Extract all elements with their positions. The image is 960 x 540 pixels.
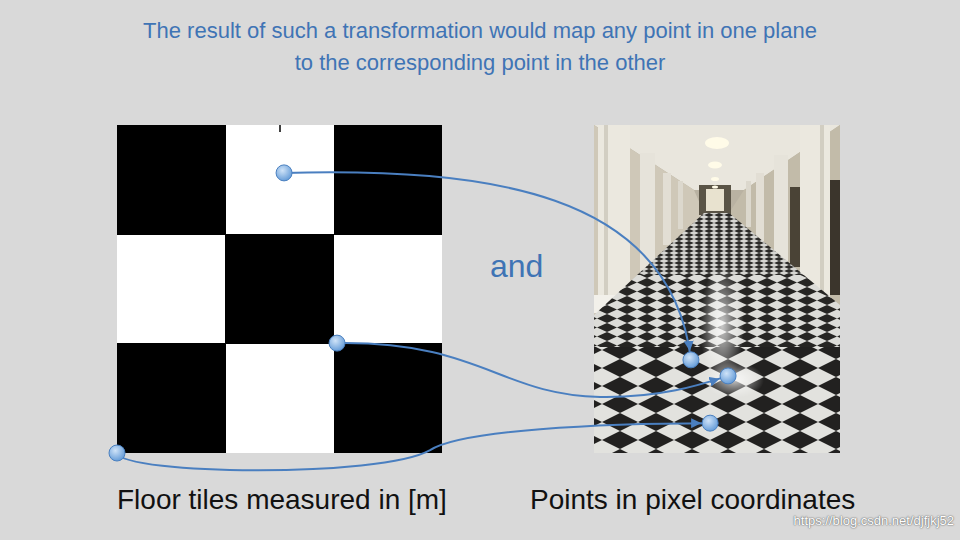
point-marker — [702, 415, 718, 431]
point-marker — [109, 445, 125, 461]
correspondence-curve — [109, 415, 718, 470]
image-panel: Floor tiles measured in [m] — [117, 125, 442, 453]
watermark: https://blog.csdn.net/djfjkj52 — [794, 512, 954, 529]
hallway-photo — [594, 125, 840, 453]
point-marker — [683, 352, 699, 368]
point-marker — [329, 335, 345, 351]
panel-caption: Points in pixel coordinates — [530, 483, 855, 517]
point-marker — [276, 165, 292, 181]
curve-line — [284, 172, 691, 360]
curve-line — [337, 343, 728, 397]
point-marker — [720, 368, 736, 384]
image-panel: Points in pixel coordinates — [594, 125, 840, 453]
correspondence-curve — [276, 165, 699, 368]
curve-line — [117, 423, 710, 470]
slide-title: The result of such a transformation woul… — [137, 15, 823, 79]
correspondence-curve — [329, 335, 736, 397]
connector-word: and — [490, 245, 543, 287]
panel-caption: Floor tiles measured in [m] — [117, 483, 447, 517]
